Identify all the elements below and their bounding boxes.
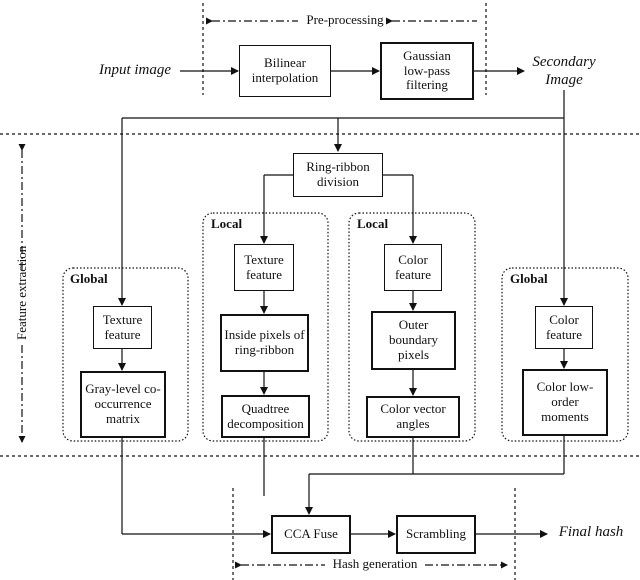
ring-ribbon-box: Ring-ribbon division bbox=[293, 153, 383, 197]
inside-pixels-box: Inside pixels of ring-ribbon bbox=[220, 314, 309, 372]
bilinear-interpolation-box: Bilinear interpolation bbox=[239, 45, 331, 97]
outer-boundary-text: Outer boundary pixels bbox=[388, 317, 439, 362]
inside-pixels-text: Inside pixels of ring-ribbon bbox=[224, 327, 305, 357]
final-hash-label: Final hash bbox=[558, 524, 624, 540]
secondary-image-line1: Secondary bbox=[532, 54, 596, 70]
scrambling-text: Scrambling bbox=[406, 526, 466, 542]
group-local-left-border bbox=[202, 212, 329, 442]
glcm-box: Gray-level co-occurrence matrix bbox=[80, 371, 166, 438]
feature-extraction-label: Feature extraction bbox=[14, 245, 29, 340]
ring-ribbon-text: Ring-ribbon division bbox=[306, 159, 370, 189]
cca-fuse-box: CCA Fuse bbox=[271, 515, 351, 554]
hash-generation-label: Hash generation bbox=[332, 556, 418, 571]
local-color-feature-text: Color feature bbox=[394, 251, 432, 282]
color-vector-angles-text: Color vector angles bbox=[380, 401, 446, 431]
gaussian-filter-text: Gaussian low-pass filtering bbox=[403, 47, 451, 93]
secondary-image-label: Secondary Image bbox=[524, 53, 604, 89]
global-color-feature-text: Color feature bbox=[545, 311, 583, 342]
group-local-right-title: Local bbox=[357, 216, 389, 231]
group-local-right-border bbox=[348, 212, 476, 442]
color-vector-angles-box: Color vector angles bbox=[366, 396, 460, 438]
group-local-left-title: Local bbox=[211, 216, 243, 231]
color-moments-box: Color low-order moments bbox=[522, 369, 608, 436]
outer-boundary-box: Outer boundary pixels bbox=[371, 311, 456, 370]
preprocessing-label: Pre-processing bbox=[306, 12, 384, 27]
quadtree-box: Quadtree decomposition bbox=[221, 395, 310, 438]
group-global-right-title: Global bbox=[510, 271, 548, 286]
gaussian-filter-box: Gaussian low-pass filtering bbox=[380, 42, 474, 100]
glcm-text: Gray-level co-occurrence matrix bbox=[85, 381, 161, 426]
global-texture-feature-box: Texture feature bbox=[93, 306, 152, 349]
bilinear-interpolation-text: Bilinear interpolation bbox=[251, 55, 319, 85]
global-texture-feature-text: Texture feature bbox=[102, 311, 143, 342]
quadtree-text: Quadtree decomposition bbox=[227, 400, 304, 431]
secondary-image-line2: Image bbox=[545, 72, 583, 88]
group-global-left-title: Global bbox=[70, 271, 108, 286]
local-texture-feature-box: Texture feature bbox=[234, 244, 294, 291]
group-global-left-border bbox=[62, 267, 189, 442]
color-moments-text: Color low-order moments bbox=[536, 379, 594, 424]
global-color-feature-box: Color feature bbox=[535, 306, 593, 349]
group-global-right-border bbox=[501, 267, 629, 442]
cca-fuse-text: CCA Fuse bbox=[284, 526, 338, 542]
local-color-feature-box: Color feature bbox=[384, 244, 442, 291]
local-texture-feature-text: Texture feature bbox=[244, 251, 284, 282]
input-image-label: Input image bbox=[98, 62, 172, 78]
scrambling-box: Scrambling bbox=[396, 515, 476, 554]
